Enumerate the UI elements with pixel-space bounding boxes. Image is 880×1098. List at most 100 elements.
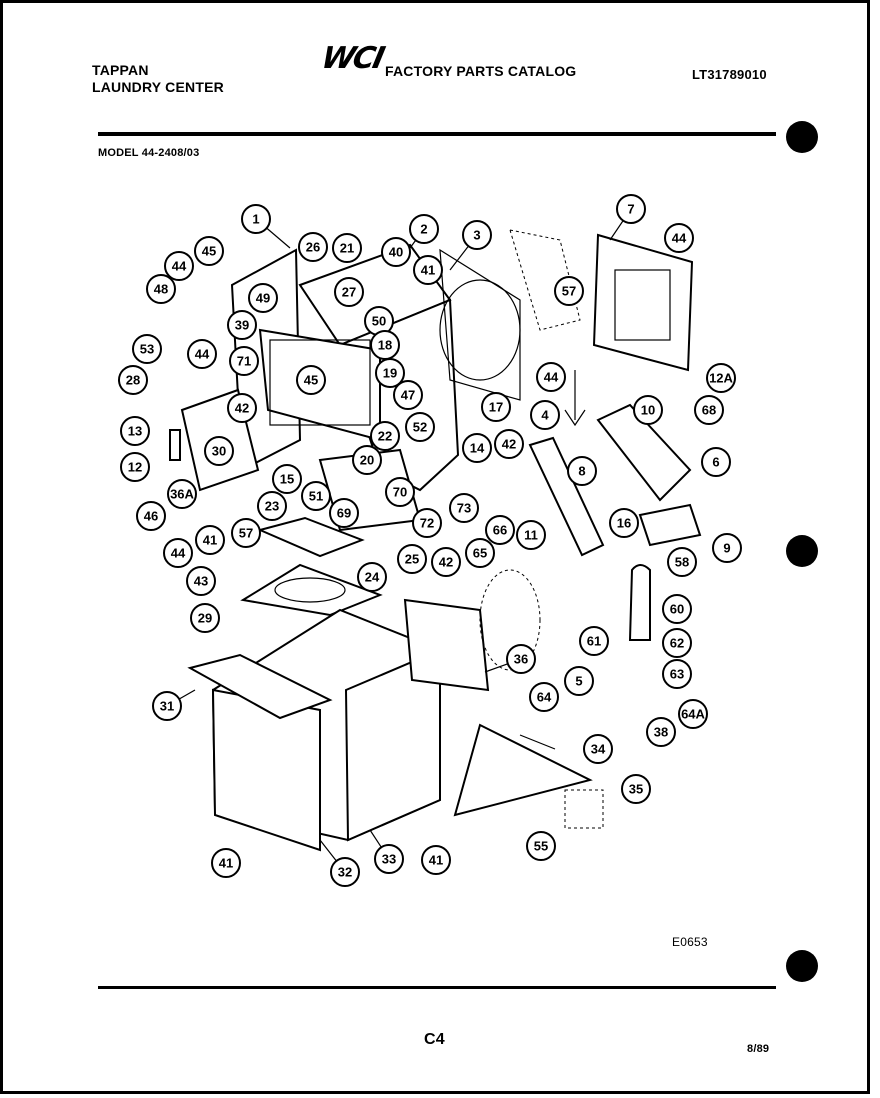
part-callout-label: 44	[544, 370, 559, 385]
part-callout-42: 42	[227, 393, 257, 423]
part-callout-32: 32	[330, 857, 360, 887]
tub-opening-part	[274, 577, 346, 603]
part-callout-label: 30	[212, 444, 226, 459]
part-callout-34: 34	[583, 734, 613, 764]
part-callout-label: 45	[202, 244, 216, 259]
part-callout-label: 18	[378, 338, 392, 353]
part-callout-27: 27	[334, 277, 364, 307]
part-callout-label: 2	[420, 222, 427, 237]
part-callout-25: 25	[397, 544, 427, 574]
cabinet-front-part	[211, 688, 321, 852]
binder-hole-middle	[786, 535, 818, 567]
part-callout-44: 44	[536, 362, 566, 392]
part-callout-6: 6	[701, 447, 731, 477]
part-callout-label: 12	[128, 460, 142, 475]
part-callout-label: 4	[541, 408, 549, 423]
part-callout-40: 40	[381, 237, 411, 267]
part-callout-label: 73	[457, 501, 471, 516]
brand-name: TAPPAN	[92, 62, 149, 78]
blower-outline	[509, 229, 581, 331]
part-callout-label: 9	[723, 541, 730, 556]
part-callout-48: 48	[146, 274, 176, 304]
page-number: C4	[424, 1031, 445, 1048]
part-callout-label: 22	[378, 429, 392, 444]
part-callout-64A: 64A	[678, 699, 708, 729]
part-callout-43: 43	[186, 566, 216, 596]
part-callout-70: 70	[385, 477, 415, 507]
part-callout-label: 69	[337, 506, 351, 521]
part-callout-label: 64A	[681, 707, 705, 722]
part-callout-51: 51	[301, 481, 331, 511]
part-callout-39: 39	[227, 310, 257, 340]
part-callout-label: 21	[340, 241, 354, 256]
part-callout-label: 72	[420, 516, 434, 531]
part-callout-label: 42	[502, 437, 516, 452]
part-callout-label: 8	[578, 464, 585, 479]
part-callout-73: 73	[449, 493, 479, 523]
part-callout-label: 34	[591, 742, 606, 757]
part-callout-label: 64	[537, 690, 552, 705]
part-callout-2: 2	[409, 214, 439, 244]
part-callout-label: 41	[421, 263, 435, 278]
part-callout-label: 13	[128, 424, 142, 439]
part-callout-label: 41	[219, 856, 233, 871]
part-callout-label: 28	[126, 373, 140, 388]
brand-block: TAPPAN LAUNDRY CENTER	[92, 62, 224, 96]
part-callout-label: 41	[429, 853, 443, 868]
part-callout-1: 1	[241, 204, 271, 234]
part-callout-label: 44	[672, 231, 687, 246]
part-callout-label: 20	[360, 453, 374, 468]
part-callout-63: 63	[662, 659, 692, 689]
control-panel-part	[592, 233, 694, 372]
part-callout-label: 31	[160, 699, 174, 714]
top-rule	[98, 132, 776, 136]
part-callout-label: 19	[383, 366, 397, 381]
part-callout-22: 22	[370, 421, 400, 451]
part-callout-23: 23	[257, 491, 287, 521]
part-callout-45: 45	[194, 236, 224, 266]
part-callout-53: 53	[132, 334, 162, 364]
part-callout-label: 41	[203, 533, 217, 548]
part-callout-13: 13	[120, 416, 150, 446]
part-callout-69: 69	[329, 498, 359, 528]
part-callout-3: 3	[462, 220, 492, 250]
part-callout-11: 11	[516, 520, 546, 550]
drum-part	[439, 279, 521, 381]
part-callout-8: 8	[567, 456, 597, 486]
part-callout-41: 41	[211, 848, 241, 878]
part-callout-label: 44	[172, 259, 187, 274]
part-callout-12: 12	[120, 452, 150, 482]
lid-part	[256, 516, 365, 558]
part-callout-42: 42	[431, 547, 461, 577]
part-callout-label: 43	[194, 574, 208, 589]
part-callout-10: 10	[633, 395, 663, 425]
part-callout-17: 17	[481, 392, 511, 422]
part-callout-36A: 36A	[167, 479, 197, 509]
pump-outline	[479, 569, 541, 671]
leveling-foot-outline	[564, 789, 604, 829]
figure-code: E0653	[672, 935, 708, 949]
part-callout-label: 15	[280, 472, 294, 487]
part-callout-label: 49	[256, 291, 270, 306]
part-callout-label: 32	[338, 865, 352, 880]
cabinet-side-part	[344, 648, 441, 842]
part-callout-49: 49	[248, 283, 278, 313]
part-callout-label: 55	[534, 839, 548, 854]
part-callout-12A: 12A	[706, 363, 736, 393]
part-callout-30: 30	[204, 436, 234, 466]
part-callout-label: 42	[235, 401, 249, 416]
part-callout-label: 65	[473, 546, 487, 561]
control-panel-assembly	[528, 233, 702, 557]
part-callout-label: 23	[265, 499, 279, 514]
top-cover-part	[240, 563, 383, 617]
part-callout-7: 7	[616, 194, 646, 224]
rear-panel-part	[403, 598, 490, 692]
part-callout-label: 7	[627, 202, 634, 217]
model-number: MODEL 44-2408/03	[98, 147, 200, 159]
part-callout-label: 51	[309, 489, 323, 504]
part-callout-label: 68	[702, 403, 716, 418]
part-callout-label: 33	[382, 852, 396, 867]
part-callout-label: 71	[237, 354, 251, 369]
